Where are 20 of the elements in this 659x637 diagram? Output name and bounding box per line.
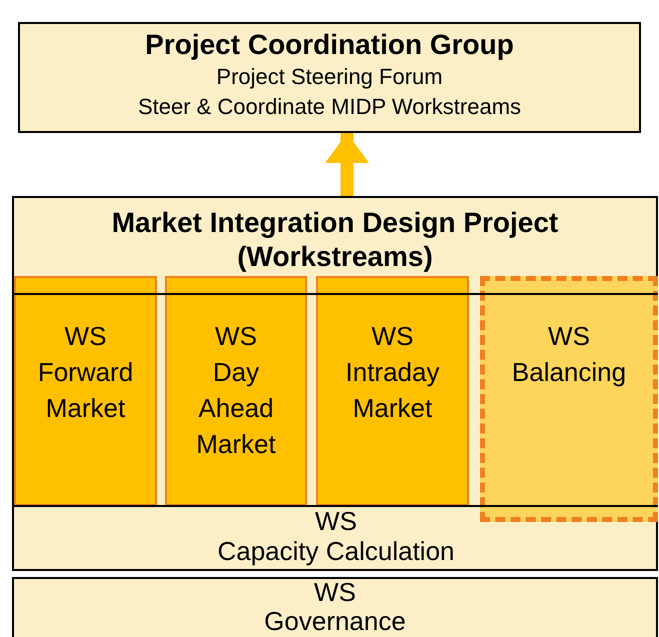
workstream-label: WS Intraday Market (344, 320, 440, 425)
workstream-box (12, 577, 658, 637)
description: Steer & Coordinate MIDP Workstreams (136, 93, 522, 121)
workstream-label: WS (314, 507, 358, 535)
workstream-label: Capacity Calculation (216, 535, 456, 567)
group-box (18, 22, 641, 133)
workstream-box (14, 276, 157, 506)
workstream-box (316, 276, 469, 506)
heading: Project Coordination Group (144, 28, 515, 62)
workstream-label: WS (313, 579, 357, 605)
description: Market Integration Design Project (Workstreams) (110, 206, 560, 274)
workstream-label: Governance (263, 605, 407, 637)
arrow (325, 133, 369, 196)
workstream-label: WS Balancing (510, 320, 628, 389)
workstream-label: WS Day Ahead Market (195, 320, 277, 461)
workstream-label: WS Forward Market (36, 320, 134, 425)
project-box (12, 196, 658, 571)
workstream-box (165, 276, 307, 506)
workstream-box (480, 276, 658, 522)
description: Project Steering Forum (215, 63, 444, 91)
